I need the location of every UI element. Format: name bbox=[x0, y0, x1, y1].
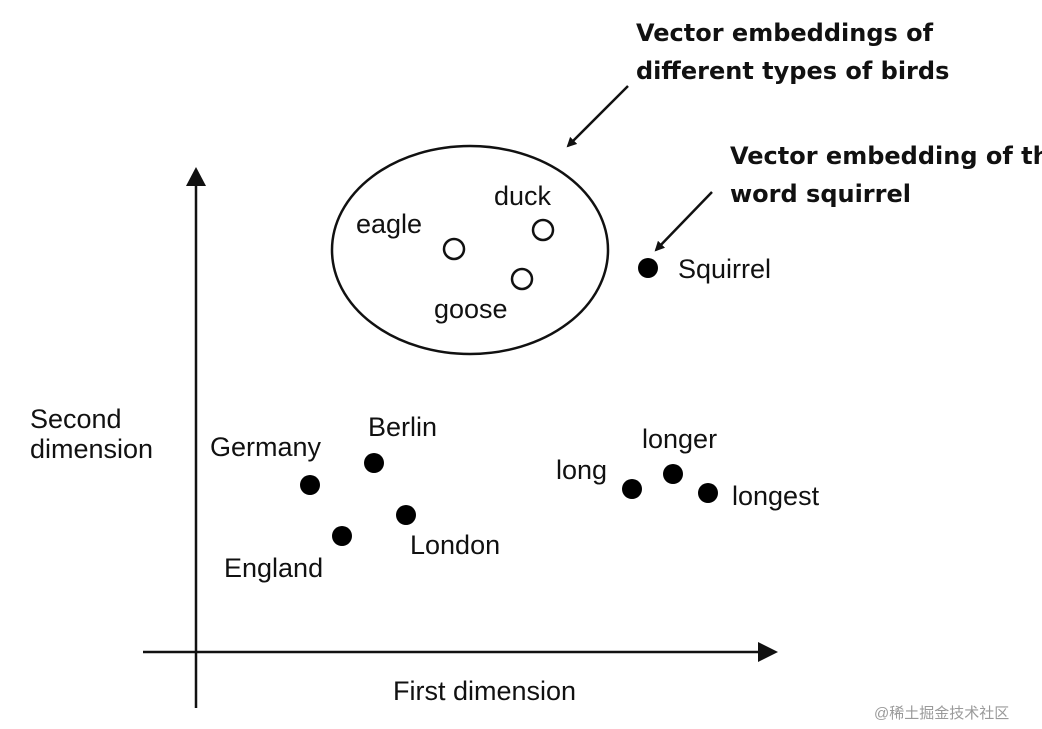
point-goose bbox=[510, 267, 534, 291]
point-eagle bbox=[442, 237, 466, 261]
point-longer bbox=[663, 464, 683, 484]
squirrel-callout-line1: Vector embedding of the bbox=[730, 142, 1042, 170]
bird-cluster-ellipse bbox=[330, 144, 610, 356]
birds-callout-arrow bbox=[566, 85, 629, 148]
point-london bbox=[396, 505, 416, 525]
point-long bbox=[622, 479, 642, 499]
label-squirrel: Squirrel bbox=[678, 254, 771, 284]
birds-callout-line1: Vector embeddings of bbox=[636, 19, 934, 47]
y-axis-label-line1: Second bbox=[30, 404, 122, 434]
label-eagle: eagle bbox=[356, 209, 422, 239]
points-layer bbox=[300, 218, 718, 546]
y-axis-label-line2: dimension bbox=[30, 434, 153, 464]
x-axis-label: First dimension bbox=[393, 676, 576, 706]
label-long: long bbox=[556, 455, 607, 485]
label-england: England bbox=[224, 553, 323, 583]
point-germany bbox=[300, 475, 320, 495]
x-axis-arrowhead bbox=[758, 642, 778, 662]
point-longest bbox=[698, 483, 718, 503]
label-berlin: Berlin bbox=[368, 412, 437, 442]
birds-callout-line2: different types of birds bbox=[636, 57, 949, 85]
label-london: London bbox=[410, 530, 500, 560]
point-squirrel bbox=[638, 258, 658, 278]
label-longer: longer bbox=[642, 424, 717, 454]
y-axis-arrowhead bbox=[186, 167, 206, 186]
watermark: @稀土掘金技术社区 bbox=[874, 705, 1009, 722]
squirrel-callout-arrow bbox=[654, 191, 713, 252]
label-longest: longest bbox=[732, 481, 820, 511]
point-england bbox=[332, 526, 352, 546]
label-goose: goose bbox=[434, 294, 508, 324]
squirrel-callout-line2: word squirrel bbox=[730, 180, 911, 208]
label-germany: Germany bbox=[210, 432, 322, 462]
point-berlin bbox=[364, 453, 384, 473]
point-duck bbox=[531, 218, 555, 242]
label-duck: duck bbox=[494, 181, 552, 211]
